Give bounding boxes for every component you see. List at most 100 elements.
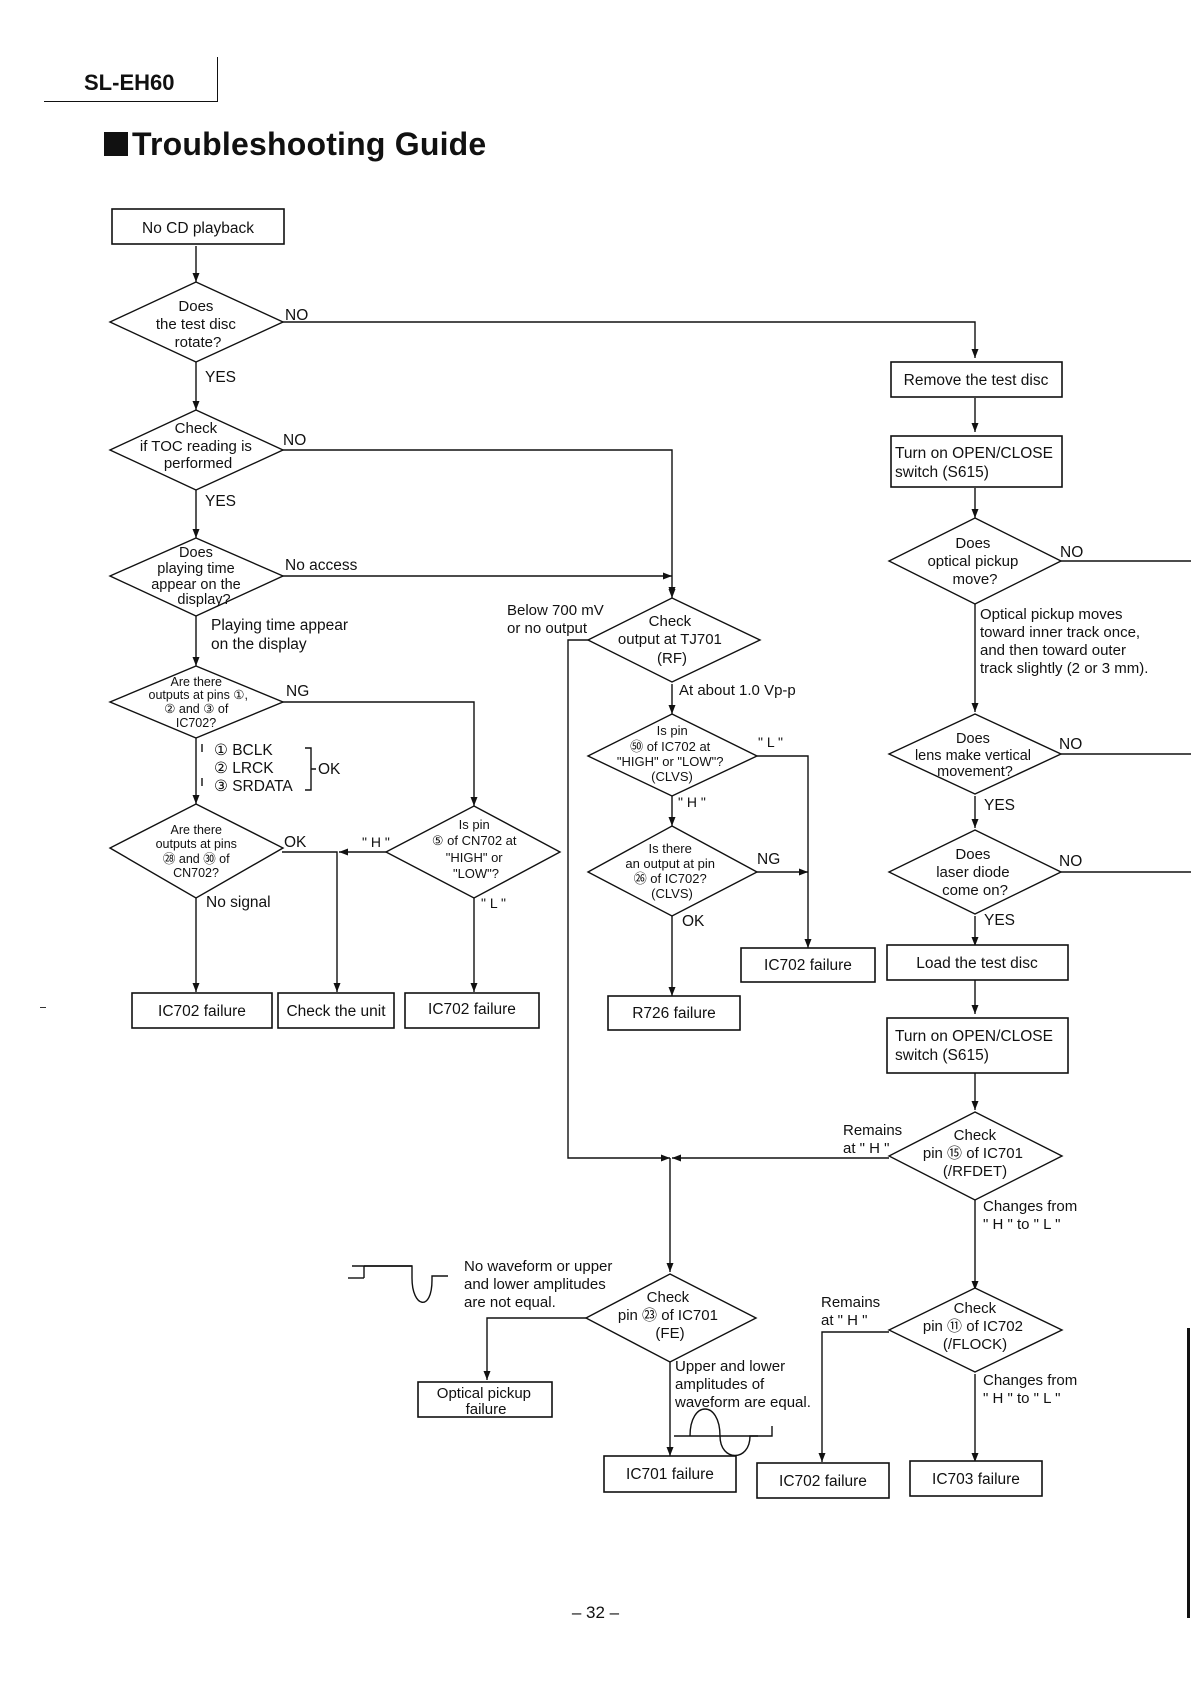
label-rotate-no: NO — [285, 307, 308, 324]
step-load-test-disc: Load the test disc — [886, 944, 1069, 981]
decision-pin5-cn702-text: Is pin ⑤ of CN702 at "HIGH" or "LOW"? — [432, 817, 520, 881]
step-remove-test-disc-text: Remove the test disc — [904, 372, 1049, 389]
step-load-test-disc-text: Load the test disc — [916, 955, 1038, 972]
result-ic702-failure-d-text: IC702 failure — [779, 1473, 867, 1490]
step-open-close-2: Turn on OPEN/CLOSE switch (S615) — [886, 1017, 1069, 1074]
decision-pin11-ic702-text: Check pin ⑪ of IC702 (/FLOCK) — [923, 1300, 1027, 1353]
decision-pin15-ic701: Check pin ⑮ of IC701 (/RFDET) — [887, 1111, 1064, 1201]
step-remove-test-disc: Remove the test disc — [890, 361, 1063, 398]
decision-toc-reading-text: Check if TOC reading is performed — [140, 420, 256, 472]
decision-outputs-cn702: Are there outputs at pins ㉘ and ㉚ of CN7… — [108, 803, 285, 899]
label-remains-h-1: Remains at " H " — [843, 1122, 906, 1157]
result-ic702-failure-c-text: IC702 failure — [764, 957, 852, 974]
decision-pin66-ic702: Is pin ㊿ of IC702 at "HIGH" or "LOW"? (C… — [586, 713, 759, 797]
result-check-the-unit: Check the unit — [277, 992, 395, 1029]
label-changes-1: Changes from " H " to " L " — [983, 1198, 1081, 1233]
result-ic702-failure-a-text: IC702 failure — [158, 1003, 246, 1020]
result-ic702-failure-a: IC702 failure — [131, 992, 273, 1029]
result-ic701-failure-text: IC701 failure — [626, 1466, 714, 1483]
result-r726-failure: R726 failure — [607, 995, 741, 1031]
label-cn702-ok: OK — [284, 834, 307, 851]
label-toc-no: NO — [283, 432, 306, 449]
result-r726-failure-text: R726 failure — [632, 1005, 716, 1022]
header-rule — [44, 101, 218, 102]
label-ng-2: NG — [757, 851, 780, 868]
decision-disc-rotate: Does the test disc rotate? — [108, 281, 285, 363]
decision-pin26-ic702: Is there an output at pin ㉖ of IC702? (C… — [586, 825, 759, 917]
decision-outputs-cn702-text: Are there outputs at pins ㉘ and ㉚ of CN7… — [156, 823, 241, 880]
decision-outputs-ic702-text: Are there outputs at pins ①, ② and ③ of … — [149, 675, 252, 730]
label-pickup-no: NO — [1060, 544, 1083, 561]
decision-playing-time: Does playing time appear on the display? — [108, 537, 285, 617]
result-ic702-failure-b: IC702 failure — [404, 992, 540, 1029]
connectors — [192, 246, 1191, 1462]
decision-laser-diode: Does laser diode come on? — [887, 829, 1063, 915]
start-box-text: No CD playback — [142, 220, 254, 237]
decision-pin66-ic702-text: Is pin ㊿ of IC702 at "HIGH" or "LOW"? (C… — [617, 723, 727, 784]
decision-pin11-ic702: Check pin ⑪ of IC702 (/FLOCK) — [887, 1287, 1064, 1373]
label-laser-no: NO — [1059, 853, 1082, 870]
model-number: SL-EH60 — [84, 70, 175, 95]
decision-toc-reading: Check if TOC reading is performed — [108, 409, 285, 491]
label-pins-list: ① BCLK ② LRCK ③ SRDATA — [214, 742, 293, 795]
label-ng-1: NG — [286, 683, 309, 700]
result-ic703-failure: IC703 failure — [909, 1460, 1043, 1497]
page-number: – 32 – — [571, 1603, 620, 1622]
label-pickup-moves: Optical pickup moves toward inner track … — [980, 606, 1148, 677]
decision-tj701-output: Check output at TJ701 (RF) — [586, 597, 762, 683]
step-open-close-1: Turn on OPEN/CLOSE switch (S615) — [890, 435, 1063, 488]
decision-pin5-cn702: Is pin ⑤ of CN702 at "HIGH" or "LOW"? — [384, 805, 562, 899]
decision-lens-movement: Does lens make vertical movement? — [887, 713, 1063, 795]
result-optical-pickup-failure-text: Optical pickup failure — [437, 1385, 535, 1418]
square-bullet-icon — [104, 132, 128, 156]
page-edge-bar — [1187, 1328, 1190, 1618]
header-rule-vertical — [217, 57, 218, 102]
decision-pickup-move-text: Does optical pickup move? — [927, 535, 1022, 588]
result-ic702-failure-c: IC702 failure — [740, 947, 876, 983]
decision-playing-time-text: Does playing time appear on the display? — [151, 545, 245, 608]
decision-disc-rotate-text: Does the test disc rotate? — [156, 298, 240, 351]
step-open-close-2-text: Turn on OPEN/CLOSE switch (S615) — [895, 1028, 1057, 1064]
label-no-waveform: No waveform or upper and lower amplitude… — [464, 1258, 617, 1311]
result-check-the-unit-text: Check the unit — [286, 1003, 386, 1020]
label-ok-2: OK — [682, 913, 705, 930]
decision-pickup-move: Does optical pickup move? — [887, 517, 1063, 605]
label-below-700mv: Below 700 mV or no output — [507, 602, 608, 637]
decision-tj701-output-text: Check output at TJ701 (RF) — [618, 613, 726, 667]
label-rotate-yes: YES — [205, 369, 236, 386]
decision-laser-diode-text: Does laser diode come on? — [936, 846, 1014, 899]
decision-outputs-ic702: Are there outputs at pins ①, ② and ③ of … — [108, 665, 285, 739]
page-title-text: Troubleshooting Guide — [132, 126, 487, 162]
margin-mark — [40, 1007, 46, 1008]
label-lens-yes: YES — [984, 797, 1015, 814]
label-remains-h-2: Remains at " H " — [821, 1294, 884, 1329]
label-about-1v: At about 1.0 Vp-p — [679, 682, 796, 699]
label-no-signal: No signal — [206, 894, 271, 911]
decision-lens-movement-text: Does lens make vertical movement? — [915, 731, 1035, 780]
result-ic701-failure: IC701 failure — [603, 1455, 737, 1493]
decision-pin23-ic701-text: Check pin ㉓ of IC701 (FE) — [618, 1289, 722, 1342]
step-open-close-1-text: Turn on OPEN/CLOSE switch (S615) — [895, 445, 1057, 481]
label-h-2: " H " — [678, 794, 706, 810]
label-changes-2: Changes from " H " to " L " — [983, 1372, 1081, 1407]
label-equal-waveform: Upper and lower amplitudes of waveform a… — [674, 1358, 811, 1411]
label-lens-no: NO — [1059, 736, 1082, 753]
branch-labels: NO YES NO YES No access Playing time app… — [205, 307, 1148, 1411]
result-optical-pickup-failure: Optical pickup failure — [417, 1381, 553, 1418]
label-toc-yes: YES — [205, 493, 236, 510]
decision-pin23-ic701: Check pin ㉓ of IC701 (FE) — [584, 1273, 758, 1363]
label-l-1: " L " — [481, 895, 506, 911]
start-box: No CD playback — [111, 208, 285, 245]
label-laser-yes: YES — [984, 912, 1015, 929]
label-l-2: " L " — [758, 734, 783, 750]
label-playing-time-appear: Playing time appear on the display — [211, 617, 352, 653]
decision-pin15-ic701-text: Check pin ⑮ of IC701 (/RFDET) — [923, 1127, 1027, 1180]
label-h-1: " H " — [362, 834, 390, 850]
result-ic702-failure-b-text: IC702 failure — [428, 1001, 516, 1018]
label-no-access: No access — [285, 557, 358, 574]
decision-pin26-ic702-text: Is there an output at pin ㉖ of IC702? (C… — [625, 841, 718, 901]
page-title: Troubleshooting Guide — [104, 126, 486, 163]
result-ic702-failure-d: IC702 failure — [756, 1462, 890, 1499]
label-pins-ok: OK — [318, 761, 341, 778]
